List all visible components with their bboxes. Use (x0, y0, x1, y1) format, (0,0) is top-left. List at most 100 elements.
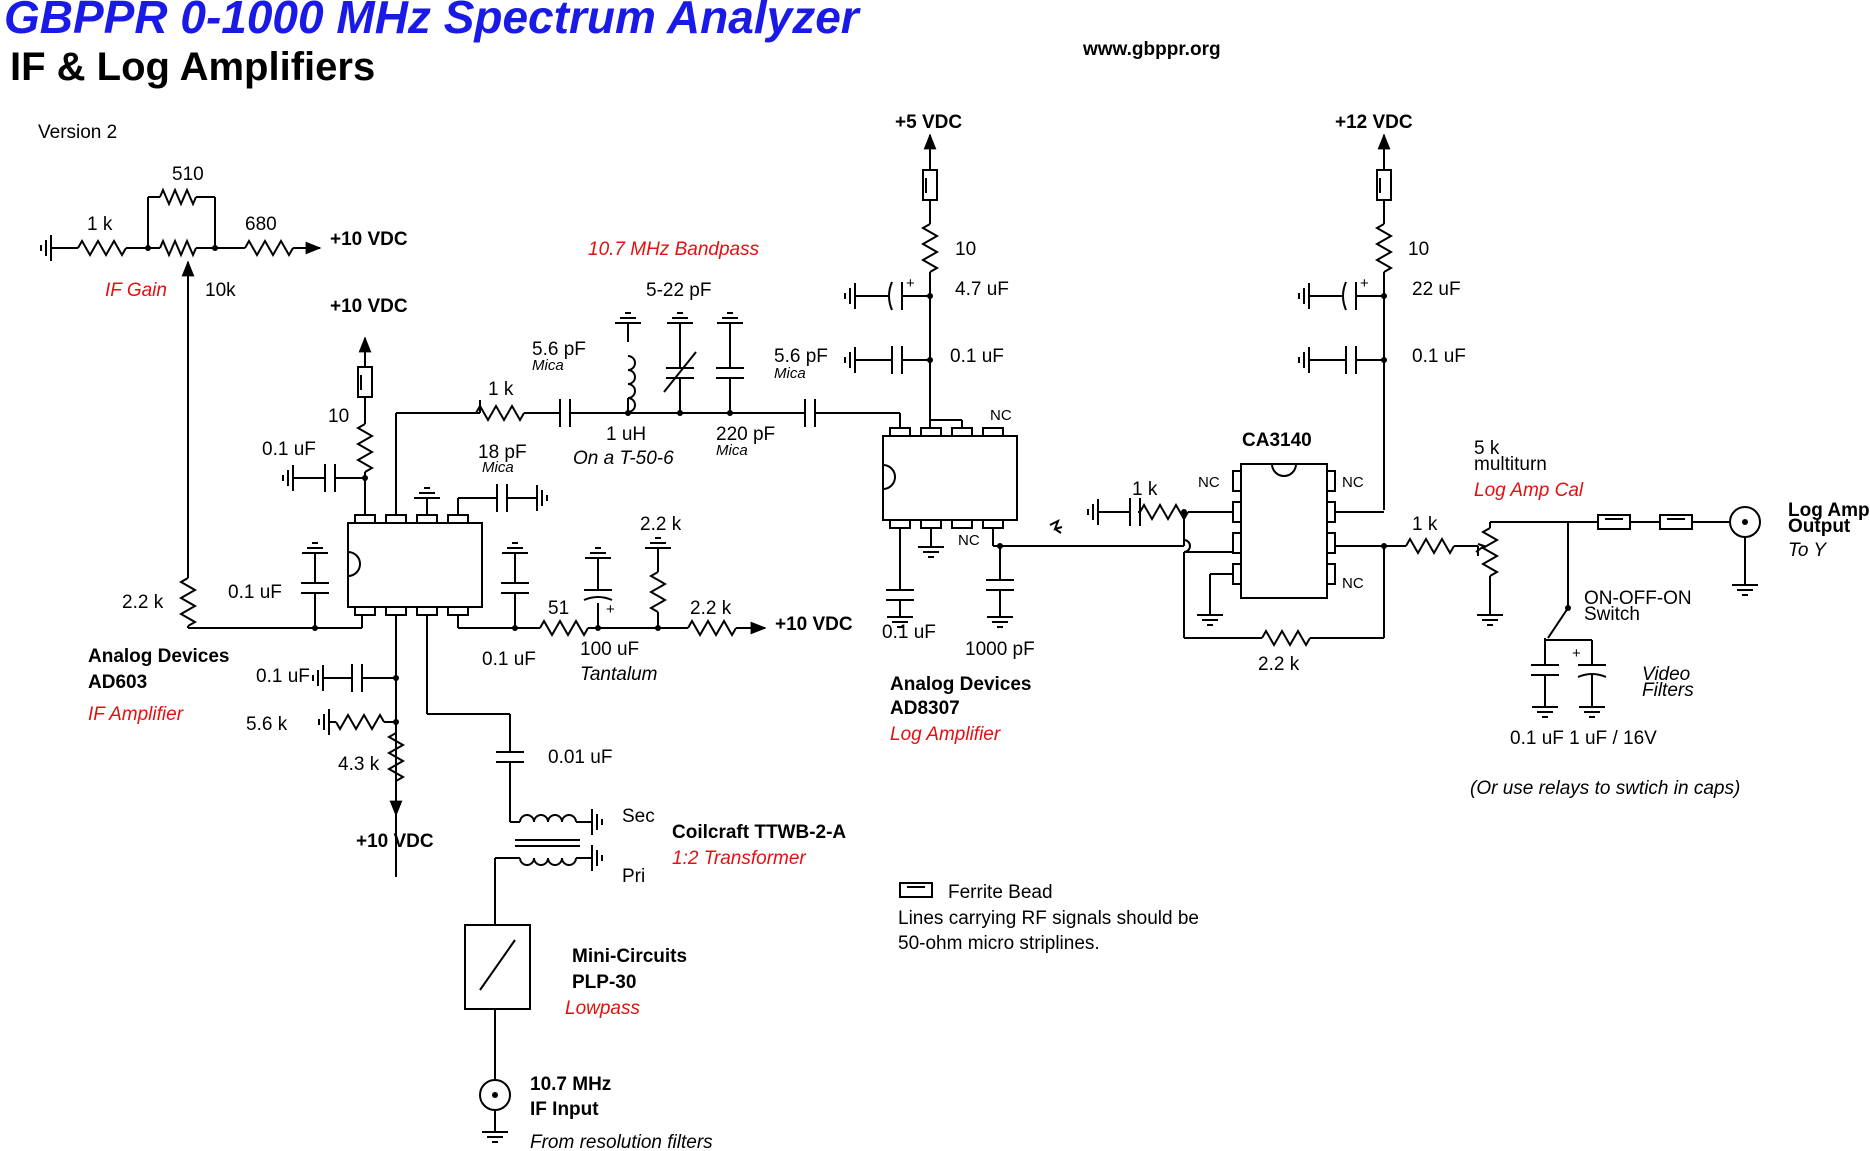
resistor-10-ca3140 (1374, 223, 1394, 273)
label-lowpass-function: Lowpass (565, 998, 640, 1019)
label-r-1k-ca3140-out: 1 k (1412, 514, 1438, 535)
label-ferrite-bead: Ferrite Bead (948, 882, 1053, 903)
label-nc-ca3140-8: NC (1342, 474, 1364, 491)
label-lowpass-part: PLP-30 (572, 972, 636, 993)
label-output-dest: To Y (1788, 540, 1827, 561)
version-label: Version 2 (38, 122, 117, 143)
label-relay-note: (Or use relays to swtich in caps) (1470, 778, 1740, 799)
resistor-5k6 (335, 712, 385, 732)
label-ad8307-maker: Analog Devices (890, 674, 1032, 695)
label-nc-ad8307-bottom: NC (958, 532, 980, 549)
diagram-title: GBPPR 0-1000 MHz Spectrum Analyzer (4, 0, 861, 43)
transformer-block: Sec Pri Coilcraft TTWB-2-A 1:2 Transform… (494, 806, 846, 925)
label-c-0.01: 0.01 uF (548, 747, 612, 768)
resistor-680 (244, 238, 294, 258)
label-ad603-maker: Analog Devices (88, 646, 230, 667)
ferrite-bead-out2 (1659, 514, 1693, 530)
label-r-2k2-bias1: 2.2 k (640, 514, 682, 535)
label-bandpass-title: 10.7 MHz Bandpass (588, 239, 760, 260)
test-point-icon (1049, 518, 1063, 534)
ad8307-block: + +5 VDC 10 4.7 uF 0.1 uF NC NC 0.1 (844, 112, 1184, 745)
label-inductor: 1 uH (606, 424, 646, 445)
label-transformer-maker: Coilcraft TTWB-2-A (672, 822, 846, 843)
resistor-51 (539, 618, 589, 638)
label-ca3140-part: CA3140 (1242, 430, 1312, 451)
label-switch-2: Switch (1584, 604, 1640, 625)
website-label: www.gbppr.org (1082, 39, 1221, 60)
label-r-in: 1 k (488, 379, 514, 400)
label-output-1: Log Amp (1788, 500, 1870, 521)
label-trimmer: 5-22 pF (646, 280, 711, 301)
label-lowpass-maker: Mini-Circuits (572, 946, 687, 967)
label-transformer-ratio: 1:2 Transformer (672, 848, 806, 869)
svg-text:+: + (606, 601, 615, 618)
resistor-10-ad603 (355, 423, 375, 473)
label-filters-2: Filters (1642, 680, 1694, 701)
label-nc-ad8307-top: NC (990, 407, 1012, 424)
ca3140-block: + +12 VDC 10 22 uF 0.1 uF CA3140 NC NC N… (1087, 112, 1478, 675)
label-supply-10v-gain: +10 VDC (330, 229, 408, 250)
label-c-0.1-out: 0.1 uF (882, 622, 936, 643)
label-r-4k3: 4.3 k (338, 754, 380, 775)
label-c-22uf: 22 uF (1412, 279, 1461, 300)
label-nc-ca3140-5: NC (1342, 575, 1364, 592)
svg-text:+: + (906, 275, 915, 292)
label-ad603-function: IF Amplifier (88, 704, 184, 725)
output-section: 5 k multiturn Log Amp Cal Log Amp Output… (1470, 438, 1870, 799)
log-amp-cal-pot (1480, 527, 1500, 577)
label-pri: Pri (622, 866, 645, 887)
label-c-in: 5.6 pF (532, 339, 586, 360)
resistor-1k-bandpass (475, 403, 525, 423)
label-rf-note-1: Lines carrying RF signals should be (898, 908, 1199, 929)
svg-text:+: + (1360, 275, 1369, 292)
label-ad8307-function: Log Amplifier (890, 724, 1001, 745)
label-ad603-part: AD603 (88, 672, 147, 693)
label-c-100uf: 100 uF (580, 639, 639, 660)
svg-text:+: + (1572, 645, 1581, 662)
resistor-4k3 (386, 732, 406, 782)
diagram-subtitle: IF & Log Amplifiers (10, 45, 375, 89)
label-pot-type: multiturn (1474, 454, 1547, 475)
label-c-shunt: 220 pF (716, 424, 775, 445)
label-input-freq: 10.7 MHz (530, 1074, 611, 1095)
ad603-block: +10 VDC 10 0.1 uF 18 pF Mica 0.1 uF (88, 296, 853, 877)
label-r-10-ad603: 10 (328, 406, 349, 427)
label-r-2k2-gain: 2.2 k (122, 592, 164, 613)
label-filters-1: Video (1642, 664, 1690, 685)
resistor-1k-gain (77, 238, 127, 258)
label-c-0.1-pin: 0.1 uF (256, 666, 310, 687)
legend: Ferrite Bead Lines carrying RF signals s… (898, 882, 1199, 954)
label-pot-10k: 10k (205, 280, 236, 301)
label-r-680: 680 (245, 214, 277, 235)
label-r-2k2-bias2: 2.2 k (690, 598, 732, 619)
label-supply-10v-right: +10 VDC (775, 614, 853, 635)
label-ad8307-part: AD8307 (890, 698, 960, 719)
label-rf-note-2: 50-ohm micro striplines. (898, 933, 1100, 954)
bandpass-filter: 10.7 MHz Bandpass 5-22 pF 5.6 pF Mica 5.… (396, 239, 888, 469)
ca3140-chip (1240, 463, 1328, 599)
lowpass-block: Mini-Circuits PLP-30 Lowpass 10.7 MHz IF… (464, 924, 713, 1151)
ad8307-chip (882, 435, 1018, 521)
label-inductor-core: On a T-50-6 (573, 448, 674, 469)
if-gain-pot (159, 238, 197, 258)
label-output-2: Output (1788, 516, 1851, 537)
lowpass-filter-box (464, 924, 531, 1010)
label-c-out-type: Mica (774, 365, 806, 382)
label-c-1000pf: 1000 pF (965, 639, 1035, 660)
resistor-2k2-feedback (1261, 628, 1311, 648)
label-c-0.1-left: 0.1 uF (228, 582, 282, 603)
label-r-510: 510 (172, 164, 204, 185)
label-r-2k2-feedback: 2.2 k (1258, 654, 1300, 675)
label-r-1k: 1 k (87, 214, 113, 235)
label-pot-5k: 5 k (1474, 438, 1500, 459)
label-supply-12v: +12 VDC (1335, 112, 1413, 133)
label-nc-ca3140-1: NC (1198, 474, 1220, 491)
resistor-2k2-gain (178, 577, 198, 627)
label-c-4.7uf: 4.7 uF (955, 279, 1009, 300)
resistor-510 (159, 187, 197, 207)
label-log-amp-cal: Log Amp Cal (1474, 480, 1584, 501)
resistor-2k2-bias2 (687, 618, 737, 638)
label-switch-1: ON-OFF-ON (1584, 588, 1692, 609)
label-c-100uf-type: Tantalum (580, 664, 657, 685)
label-supply-5v: +5 VDC (895, 112, 962, 133)
